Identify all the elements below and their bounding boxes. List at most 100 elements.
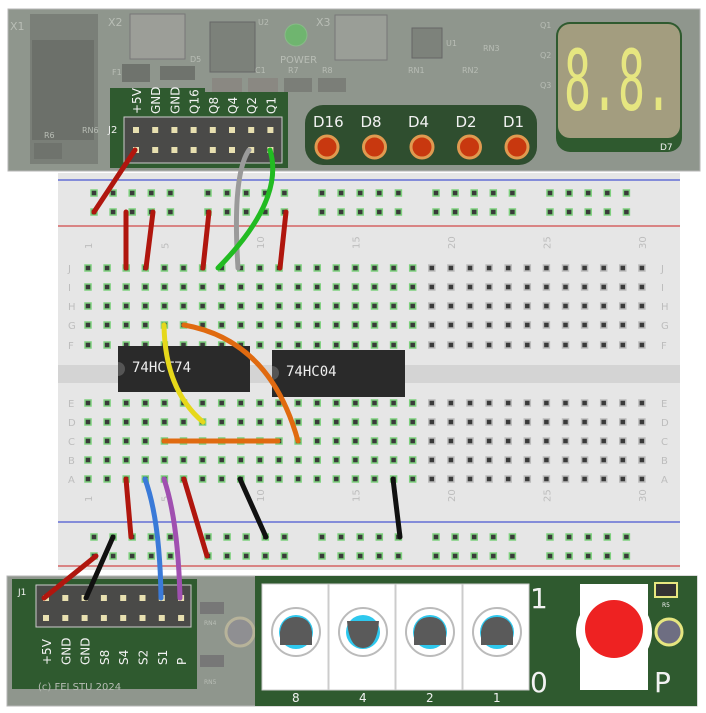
rail-hole[interactable] xyxy=(128,208,136,216)
breadboard-hole[interactable] xyxy=(447,341,455,349)
rail-hole[interactable] xyxy=(128,189,136,197)
breadboard-hole[interactable] xyxy=(466,456,474,464)
breadboard-hole[interactable] xyxy=(294,418,302,426)
rail-hole[interactable] xyxy=(489,208,498,216)
breadboard-hole[interactable] xyxy=(256,456,264,464)
breadboard-hole[interactable] xyxy=(179,283,188,291)
header-pin[interactable] xyxy=(209,147,216,153)
breadboard-hole[interactable] xyxy=(428,418,436,426)
breadboard-hole[interactable] xyxy=(428,302,436,310)
breadboard-hole[interactable] xyxy=(485,456,493,464)
breadboard-hole[interactable] xyxy=(542,437,551,445)
dip-switch-4[interactable] xyxy=(328,583,396,691)
breadboard-hole[interactable] xyxy=(256,321,264,329)
breadboard-hole[interactable] xyxy=(179,418,188,426)
breadboard-hole[interactable] xyxy=(485,283,493,291)
rail-hole[interactable] xyxy=(622,189,631,197)
breadboard-hole[interactable] xyxy=(638,475,646,483)
breadboard-hole[interactable] xyxy=(638,437,646,445)
breadboard-hole[interactable] xyxy=(103,341,111,349)
breadboard-hole[interactable] xyxy=(256,475,264,483)
header-pin[interactable] xyxy=(171,127,178,133)
rail-hole[interactable] xyxy=(356,533,364,541)
breadboard-hole[interactable] xyxy=(217,418,226,426)
breadboard-hole[interactable] xyxy=(561,302,570,310)
rail-hole[interactable] xyxy=(375,189,384,197)
header-pin[interactable] xyxy=(152,127,159,133)
header-pin[interactable] xyxy=(248,127,255,133)
rail-hole[interactable] xyxy=(318,552,326,560)
breadboard-hole[interactable] xyxy=(370,264,379,272)
breadboard-hole[interactable] xyxy=(351,302,360,310)
breadboard-hole[interactable] xyxy=(351,283,360,291)
rail-hole[interactable] xyxy=(261,552,270,560)
breadboard-hole[interactable] xyxy=(485,321,493,329)
header-pin[interactable] xyxy=(120,595,127,601)
breadboard-hole[interactable] xyxy=(619,456,627,464)
breadboard-hole[interactable] xyxy=(351,264,360,272)
breadboard-hole[interactable] xyxy=(122,399,130,407)
breadboard-hole[interactable] xyxy=(351,399,360,407)
breadboard-hole[interactable] xyxy=(619,341,627,349)
breadboard-hole[interactable] xyxy=(84,321,92,329)
rail-hole[interactable] xyxy=(166,189,175,197)
breadboard-hole[interactable] xyxy=(294,264,302,272)
breadboard-hole[interactable] xyxy=(580,341,589,349)
breadboard-hole[interactable] xyxy=(542,475,551,483)
breadboard-hole[interactable] xyxy=(561,264,570,272)
rail-hole[interactable] xyxy=(223,533,231,541)
breadboard-hole[interactable] xyxy=(580,321,589,329)
breadboard-hole[interactable] xyxy=(619,437,627,445)
breadboard-hole[interactable] xyxy=(504,399,512,407)
breadboard-hole[interactable] xyxy=(447,475,455,483)
breadboard-hole[interactable] xyxy=(408,321,417,329)
rail-hole[interactable] xyxy=(109,189,117,197)
breadboard-hole[interactable] xyxy=(599,456,608,464)
breadboard-hole[interactable] xyxy=(523,475,532,483)
breadboard-hole[interactable] xyxy=(580,283,589,291)
breadboard-hole[interactable] xyxy=(619,418,627,426)
breadboard-hole[interactable] xyxy=(84,456,92,464)
breadboard-hole[interactable] xyxy=(638,399,646,407)
breadboard-hole[interactable] xyxy=(542,399,551,407)
breadboard-hole[interactable] xyxy=(217,283,226,291)
breadboard-hole[interactable] xyxy=(466,264,474,272)
breadboard-hole[interactable] xyxy=(370,399,379,407)
breadboard-hole[interactable] xyxy=(332,418,341,426)
rail-hole[interactable] xyxy=(280,552,289,560)
breadboard-hole[interactable] xyxy=(217,456,226,464)
breadboard-hole[interactable] xyxy=(389,264,398,272)
breadboard-hole[interactable] xyxy=(504,341,512,349)
rail-hole[interactable] xyxy=(565,552,573,560)
breadboard-hole[interactable] xyxy=(313,264,321,272)
header-pin[interactable] xyxy=(229,127,235,133)
rail-hole[interactable] xyxy=(470,552,478,560)
breadboard-hole[interactable] xyxy=(599,437,608,445)
breadboard-hole[interactable] xyxy=(466,302,474,310)
rail-hole[interactable] xyxy=(280,533,289,541)
rail-hole[interactable] xyxy=(508,189,517,197)
rail-hole[interactable] xyxy=(451,208,459,216)
rail-hole[interactable] xyxy=(242,533,250,541)
breadboard-hole[interactable] xyxy=(179,264,188,272)
breadboard-hole[interactable] xyxy=(370,321,379,329)
rail-hole[interactable] xyxy=(337,533,345,541)
breadboard-hole[interactable] xyxy=(370,302,379,310)
breadboard-hole[interactable] xyxy=(428,341,436,349)
breadboard-hole[interactable] xyxy=(599,341,608,349)
breadboard-hole[interactable] xyxy=(332,456,341,464)
breadboard-hole[interactable] xyxy=(447,302,455,310)
breadboard-hole[interactable] xyxy=(332,283,341,291)
header-pin[interactable] xyxy=(190,127,197,133)
header-pin[interactable] xyxy=(62,615,69,621)
header-pin[interactable] xyxy=(133,127,139,133)
breadboard-hole[interactable] xyxy=(599,283,608,291)
rail-hole[interactable] xyxy=(432,208,440,216)
header-pin[interactable] xyxy=(43,615,49,621)
rail-hole[interactable] xyxy=(489,533,498,541)
breadboard-hole[interactable] xyxy=(580,437,589,445)
breadboard-hole[interactable] xyxy=(504,456,512,464)
breadboard-hole[interactable] xyxy=(294,475,302,483)
breadboard-hole[interactable] xyxy=(389,283,398,291)
breadboard-hole[interactable] xyxy=(217,475,226,483)
